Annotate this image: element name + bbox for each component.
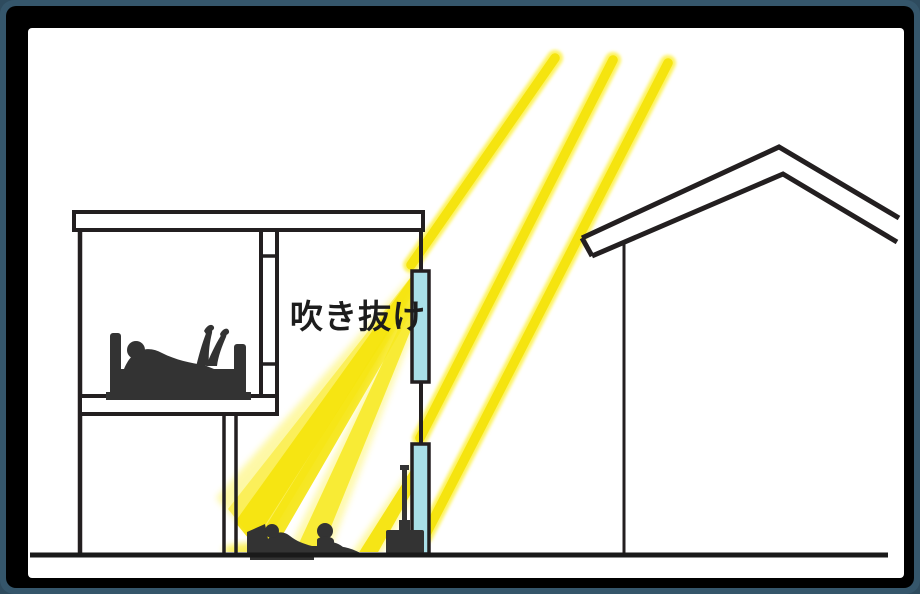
wood-stove	[386, 465, 424, 554]
flat-roof-slab	[72, 210, 425, 232]
interior-light-beams	[216, 271, 428, 552]
first-floor-partition	[222, 414, 238, 555]
diagram-canvas: 吹き抜け	[28, 28, 904, 578]
upper-window-glass	[410, 269, 431, 384]
inner-frame: 吹き抜け	[6, 6, 914, 588]
sun-ray-3	[417, 55, 676, 544]
interior-light-beam-upper	[216, 271, 427, 552]
section-diagram	[30, 50, 901, 560]
neighbor-house	[579, 144, 901, 555]
sun-ray-2	[412, 52, 621, 446]
interior-light-beam-upper-secondary	[286, 280, 428, 552]
sun-ray-1	[403, 50, 563, 273]
sun-rays-group	[403, 50, 676, 544]
bed-silhouette	[106, 324, 251, 400]
